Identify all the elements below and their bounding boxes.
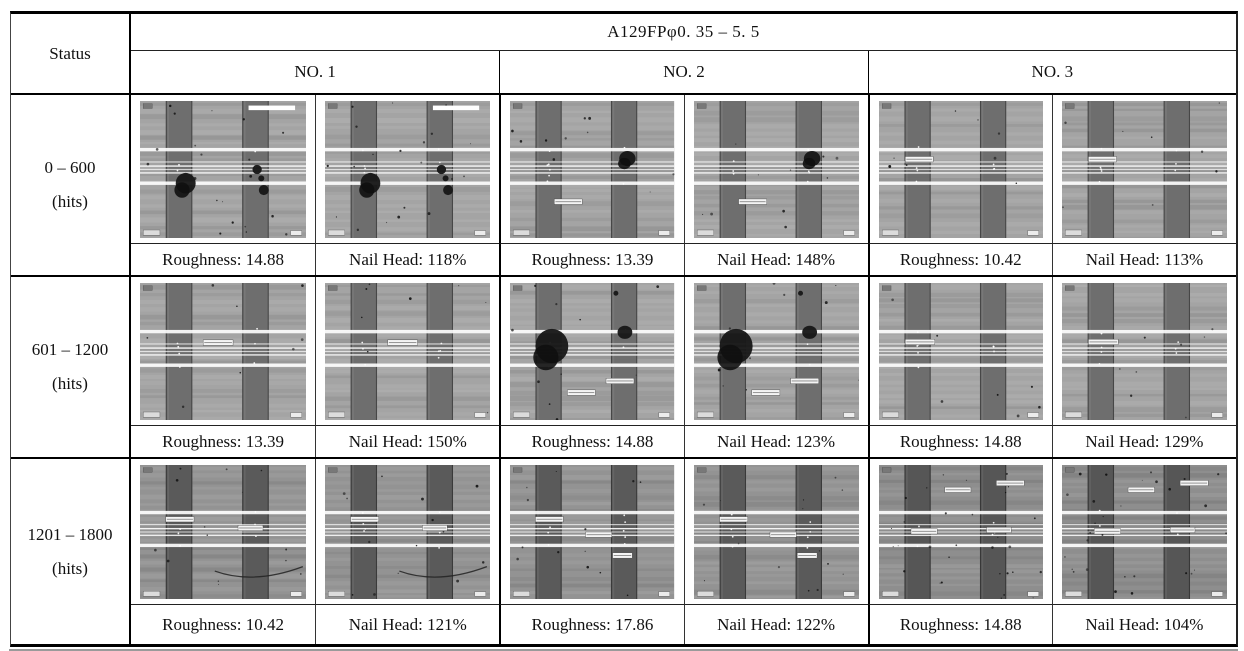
table-row: 601 – 1200 (hits) Roughness: 13.39 Nail … xyxy=(11,275,1236,457)
micrograph-image xyxy=(694,101,859,238)
row-label: 601 – 1200 (hits) xyxy=(11,277,131,457)
micrograph-cell xyxy=(1052,277,1236,425)
micrograph-cell xyxy=(499,95,683,243)
micrograph-cell xyxy=(1052,459,1236,604)
table-row: 1201 – 1800 (hits) Roughness: 10.42 Nail… xyxy=(11,457,1236,644)
micrograph-image xyxy=(325,465,490,599)
micrograph-image xyxy=(140,283,306,420)
micrograph-image xyxy=(1062,465,1227,599)
row-label-range: 0 – 600 xyxy=(45,151,96,185)
table-header: Status A129FPφ0. 35 – 5. 5 NO. 1 NO. 2 N… xyxy=(11,14,1236,93)
micrograph-image xyxy=(1062,101,1227,238)
micrograph-image xyxy=(510,101,674,238)
measurement-caption: Nail Head: 121% xyxy=(315,604,499,644)
device-title-label: A129FPφ0. 35 – 5. 5 xyxy=(607,22,760,42)
micrograph-image xyxy=(879,101,1043,238)
micrograph-cell xyxy=(499,459,683,604)
micrograph-image xyxy=(510,283,674,420)
table-row: 0 – 600 (hits) Roughness: 14.88 Nail Hea… xyxy=(11,93,1236,275)
measurement-caption: Roughness: 14.88 xyxy=(131,243,315,275)
row-label-unit: (hits) xyxy=(52,367,88,401)
micrograph-cell xyxy=(684,95,868,243)
micrograph-image xyxy=(140,465,306,599)
measurement-caption: Nail Head: 122% xyxy=(684,604,868,644)
row-label-unit: (hits) xyxy=(52,185,88,219)
measurement-caption: Nail Head: 148% xyxy=(684,243,868,275)
measurement-caption: Roughness: 13.39 xyxy=(131,425,315,457)
micrograph-cell xyxy=(684,459,868,604)
micrograph-image xyxy=(1062,283,1227,420)
measurement-caption: Nail Head: 123% xyxy=(684,425,868,457)
status-header-label: Status xyxy=(49,44,91,64)
micrograph-image xyxy=(510,465,674,599)
measurement-caption: Nail Head: 150% xyxy=(315,425,499,457)
measurement-caption: Nail Head: 113% xyxy=(1052,243,1236,275)
micrograph-cell xyxy=(1052,95,1236,243)
measurement-caption: Roughness: 14.88 xyxy=(499,425,683,457)
measurement-caption: Roughness: 14.88 xyxy=(868,425,1052,457)
micrograph-image xyxy=(879,465,1043,599)
row-label: 0 – 600 (hits) xyxy=(11,95,131,275)
row-label: 1201 – 1800 (hits) xyxy=(11,459,131,644)
micrograph-image xyxy=(694,465,859,599)
measurement-caption: Roughness: 13.39 xyxy=(499,243,683,275)
row-label-range: 601 – 1200 xyxy=(32,333,109,367)
measurement-caption: Roughness: 10.42 xyxy=(868,243,1052,275)
measurement-caption: Nail Head: 129% xyxy=(1052,425,1236,457)
micrograph-image xyxy=(325,101,490,238)
column-header-no2: NO. 2 xyxy=(499,51,867,93)
row-label-range: 1201 – 1800 xyxy=(28,518,113,552)
micrograph-cell xyxy=(315,95,499,243)
table-body: 0 – 600 (hits) Roughness: 14.88 Nail Hea… xyxy=(11,93,1236,644)
column-header-label: NO. 1 xyxy=(294,62,336,82)
micrograph-image xyxy=(879,283,1043,420)
micrograph-cell xyxy=(131,95,315,243)
device-title-cell: A129FPφ0. 35 – 5. 5 xyxy=(131,14,1236,51)
bond-inspection-table: Status A129FPφ0. 35 – 5. 5 NO. 1 NO. 2 N… xyxy=(10,11,1238,647)
measurement-caption: Roughness: 14.88 xyxy=(868,604,1052,644)
micrograph-cell xyxy=(868,459,1052,604)
status-header-cell: Status xyxy=(11,14,131,93)
micrograph-cell xyxy=(131,459,315,604)
row-label-unit: (hits) xyxy=(52,552,88,586)
measurement-caption: Nail Head: 118% xyxy=(315,243,499,275)
micrograph-cell xyxy=(499,277,683,425)
measurement-caption: Nail Head: 104% xyxy=(1052,604,1236,644)
micrograph-cell xyxy=(315,277,499,425)
column-header-label: NO. 2 xyxy=(663,62,705,82)
column-header-label: NO. 3 xyxy=(1032,62,1074,82)
column-header-no3: NO. 3 xyxy=(868,51,1236,93)
micrograph-cell xyxy=(131,277,315,425)
micrograph-image xyxy=(140,101,306,238)
measurement-caption: Roughness: 10.42 xyxy=(131,604,315,644)
micrograph-cell xyxy=(315,459,499,604)
micrograph-cell xyxy=(868,95,1052,243)
measurement-caption: Roughness: 17.86 xyxy=(499,604,683,644)
column-header-no1: NO. 1 xyxy=(131,51,499,93)
micrograph-image xyxy=(325,283,490,420)
micrograph-cell xyxy=(868,277,1052,425)
micrograph-image xyxy=(694,283,859,420)
micrograph-cell xyxy=(684,277,868,425)
